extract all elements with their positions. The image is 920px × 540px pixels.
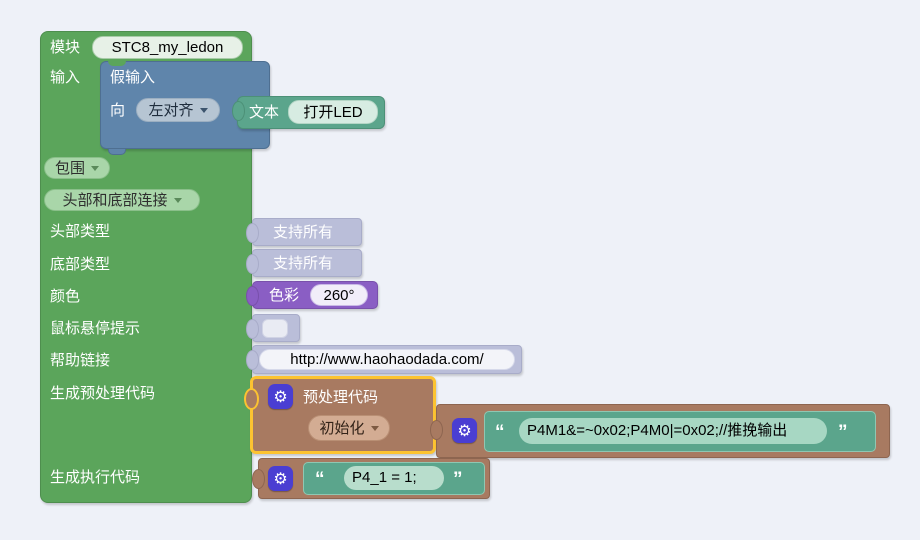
module-name-field[interactable]: STC8_my_ledon [92,36,243,59]
gear-icon: ⚙ [457,422,472,440]
mutator-gear-button[interactable]: ⚙ [268,384,293,409]
output-connector-tab [246,286,259,306]
tooltip-field[interactable] [262,319,288,338]
align-dropdown[interactable]: 左对齐 [136,98,220,122]
output-connector-tab [430,420,443,440]
header-type-shadow-block[interactable]: 支持所有 [252,218,362,246]
help-url-field[interactable]: http://www.haohaodada.com/ [259,349,515,370]
help-label: 帮助链接 [50,352,111,369]
wrap-dropdown-value: 包围 [54,159,85,177]
wrap-dropdown[interactable]: 包围 [44,157,110,179]
preprocess-code-value: P4M1&=~0x02;P4M0|=0x02;//推挽输出 [527,422,788,439]
colour-block-label: 色彩 [269,287,300,304]
align-label: 向 [110,102,126,119]
help-url-value: http://www.haohaodada.com/ [290,351,484,368]
gear-icon: ⚙ [273,388,288,406]
output-connector-tab [246,223,259,243]
preprocess-code-field[interactable]: P4M1&=~0x02;P4M0|=0x02;//推挽输出 [519,418,827,444]
init-dropdown-value: 初始化 [319,419,365,437]
hue-value: 260° [323,286,355,304]
exec-code-field[interactable]: P4_1 = 1; [344,466,444,490]
next-connector-tab [108,148,126,155]
hue-field[interactable]: 260° [310,284,368,306]
statement-notch [108,61,126,66]
bottom-type-shadow-block[interactable]: 支持所有 [252,249,362,277]
output-connector-tab [246,350,259,370]
bottom-type-label: 底部类型 [50,256,111,273]
dropdown-arrow-icon [91,165,99,171]
open-quote: “ [315,469,325,490]
dropdown-arrow-icon [370,425,379,431]
preprocess-label: 生成预处理代码 [50,385,156,402]
close-quote: ” [453,469,463,490]
colour-label: 颜色 [50,288,81,305]
open-quote: “ [495,422,505,443]
output-connector-tab [252,469,265,489]
text-value-field[interactable]: 打开LED [288,100,378,124]
exec-label: 生成执行代码 [50,469,141,486]
header-type-value: 支持所有 [273,224,334,241]
exec-code-value: P4_1 = 1; [352,469,417,486]
output-connector-tab [246,319,259,339]
gear-icon: ⚙ [273,470,288,488]
dropdown-arrow-icon [199,107,208,113]
dummy-input-title: 假输入 [110,69,156,86]
text-value: 打开LED [303,103,363,121]
input-label: 输入 [50,69,81,86]
bottom-type-value: 支持所有 [273,255,334,272]
close-quote: ” [838,422,848,443]
init-dropdown[interactable]: 初始化 [308,415,390,441]
output-connector-tab [244,388,259,410]
mutator-gear-button[interactable]: ⚙ [452,418,477,443]
dropdown-arrow-icon [173,197,182,203]
output-connector-tab [232,101,245,121]
module-name-text: STC8_my_ledon [111,39,224,56]
header-type-label: 头部类型 [50,223,111,240]
mutator-gear-button[interactable]: ⚙ [268,466,293,491]
preprocess-block-title: 预处理代码 [303,389,379,406]
tooltip-label: 鼠标悬停提示 [50,320,141,337]
text-block-label: 文本 [249,104,280,121]
module-label: 模块 [50,39,81,56]
connection-dropdown-value: 头部和底部连接 [62,191,168,209]
connection-dropdown[interactable]: 头部和底部连接 [44,189,200,211]
align-dropdown-value: 左对齐 [148,101,194,119]
output-connector-tab [246,254,259,274]
